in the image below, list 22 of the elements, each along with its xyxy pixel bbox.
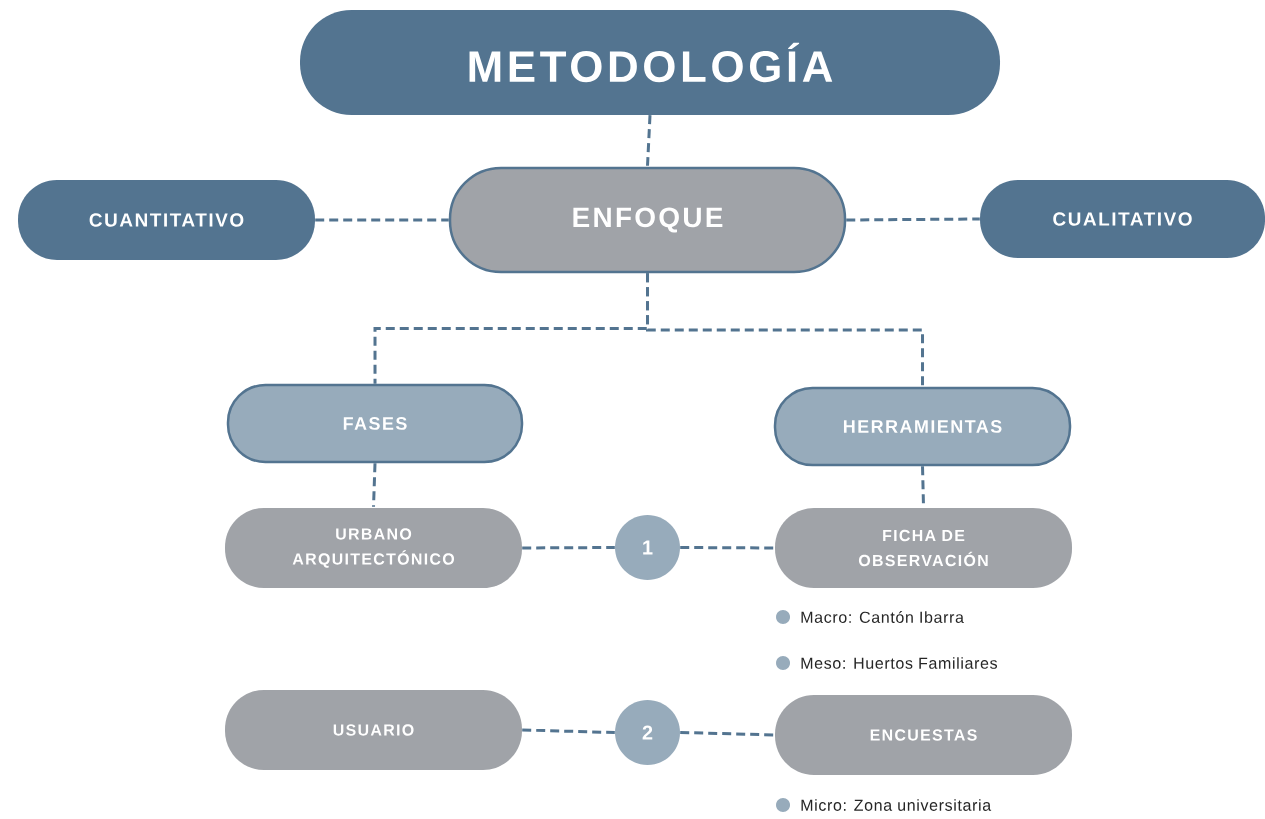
connector-line (315, 218, 449, 222)
bullet-item: Macro: Cantón Ibarra (776, 610, 964, 624)
rounded-box: ENCUESTAS (775, 695, 1072, 775)
rounded-box: CUANTITATIVO (18, 180, 315, 260)
rounded-box: CUALITATIVO (980, 180, 1265, 258)
connector-line (846, 217, 980, 222)
rounded-box: HERRAMIENTAS (773, 386, 1072, 467)
bullet-item: Micro: Zona universitaria (776, 798, 992, 812)
rounded-box: ENFOQUE (448, 166, 847, 274)
rounded-box: URBANO ARQUITECTÓNICO (225, 508, 522, 588)
connector-line (646, 115, 652, 166)
rounded-box: FICHA DE OBSERVACIÓN (775, 508, 1072, 588)
connector-line (680, 731, 775, 737)
connector-line (646, 273, 924, 387)
connector-line (522, 728, 615, 734)
connector-line (522, 546, 615, 550)
connector-line (372, 463, 377, 507)
bullet-item: Meso: Huertos Familiares (776, 656, 997, 670)
rounded-box: USUARIO (225, 690, 522, 770)
rounded-box: METODOLOGÍA (300, 10, 1000, 115)
rounded-box: FASES (226, 383, 524, 464)
connector-line (680, 546, 775, 550)
